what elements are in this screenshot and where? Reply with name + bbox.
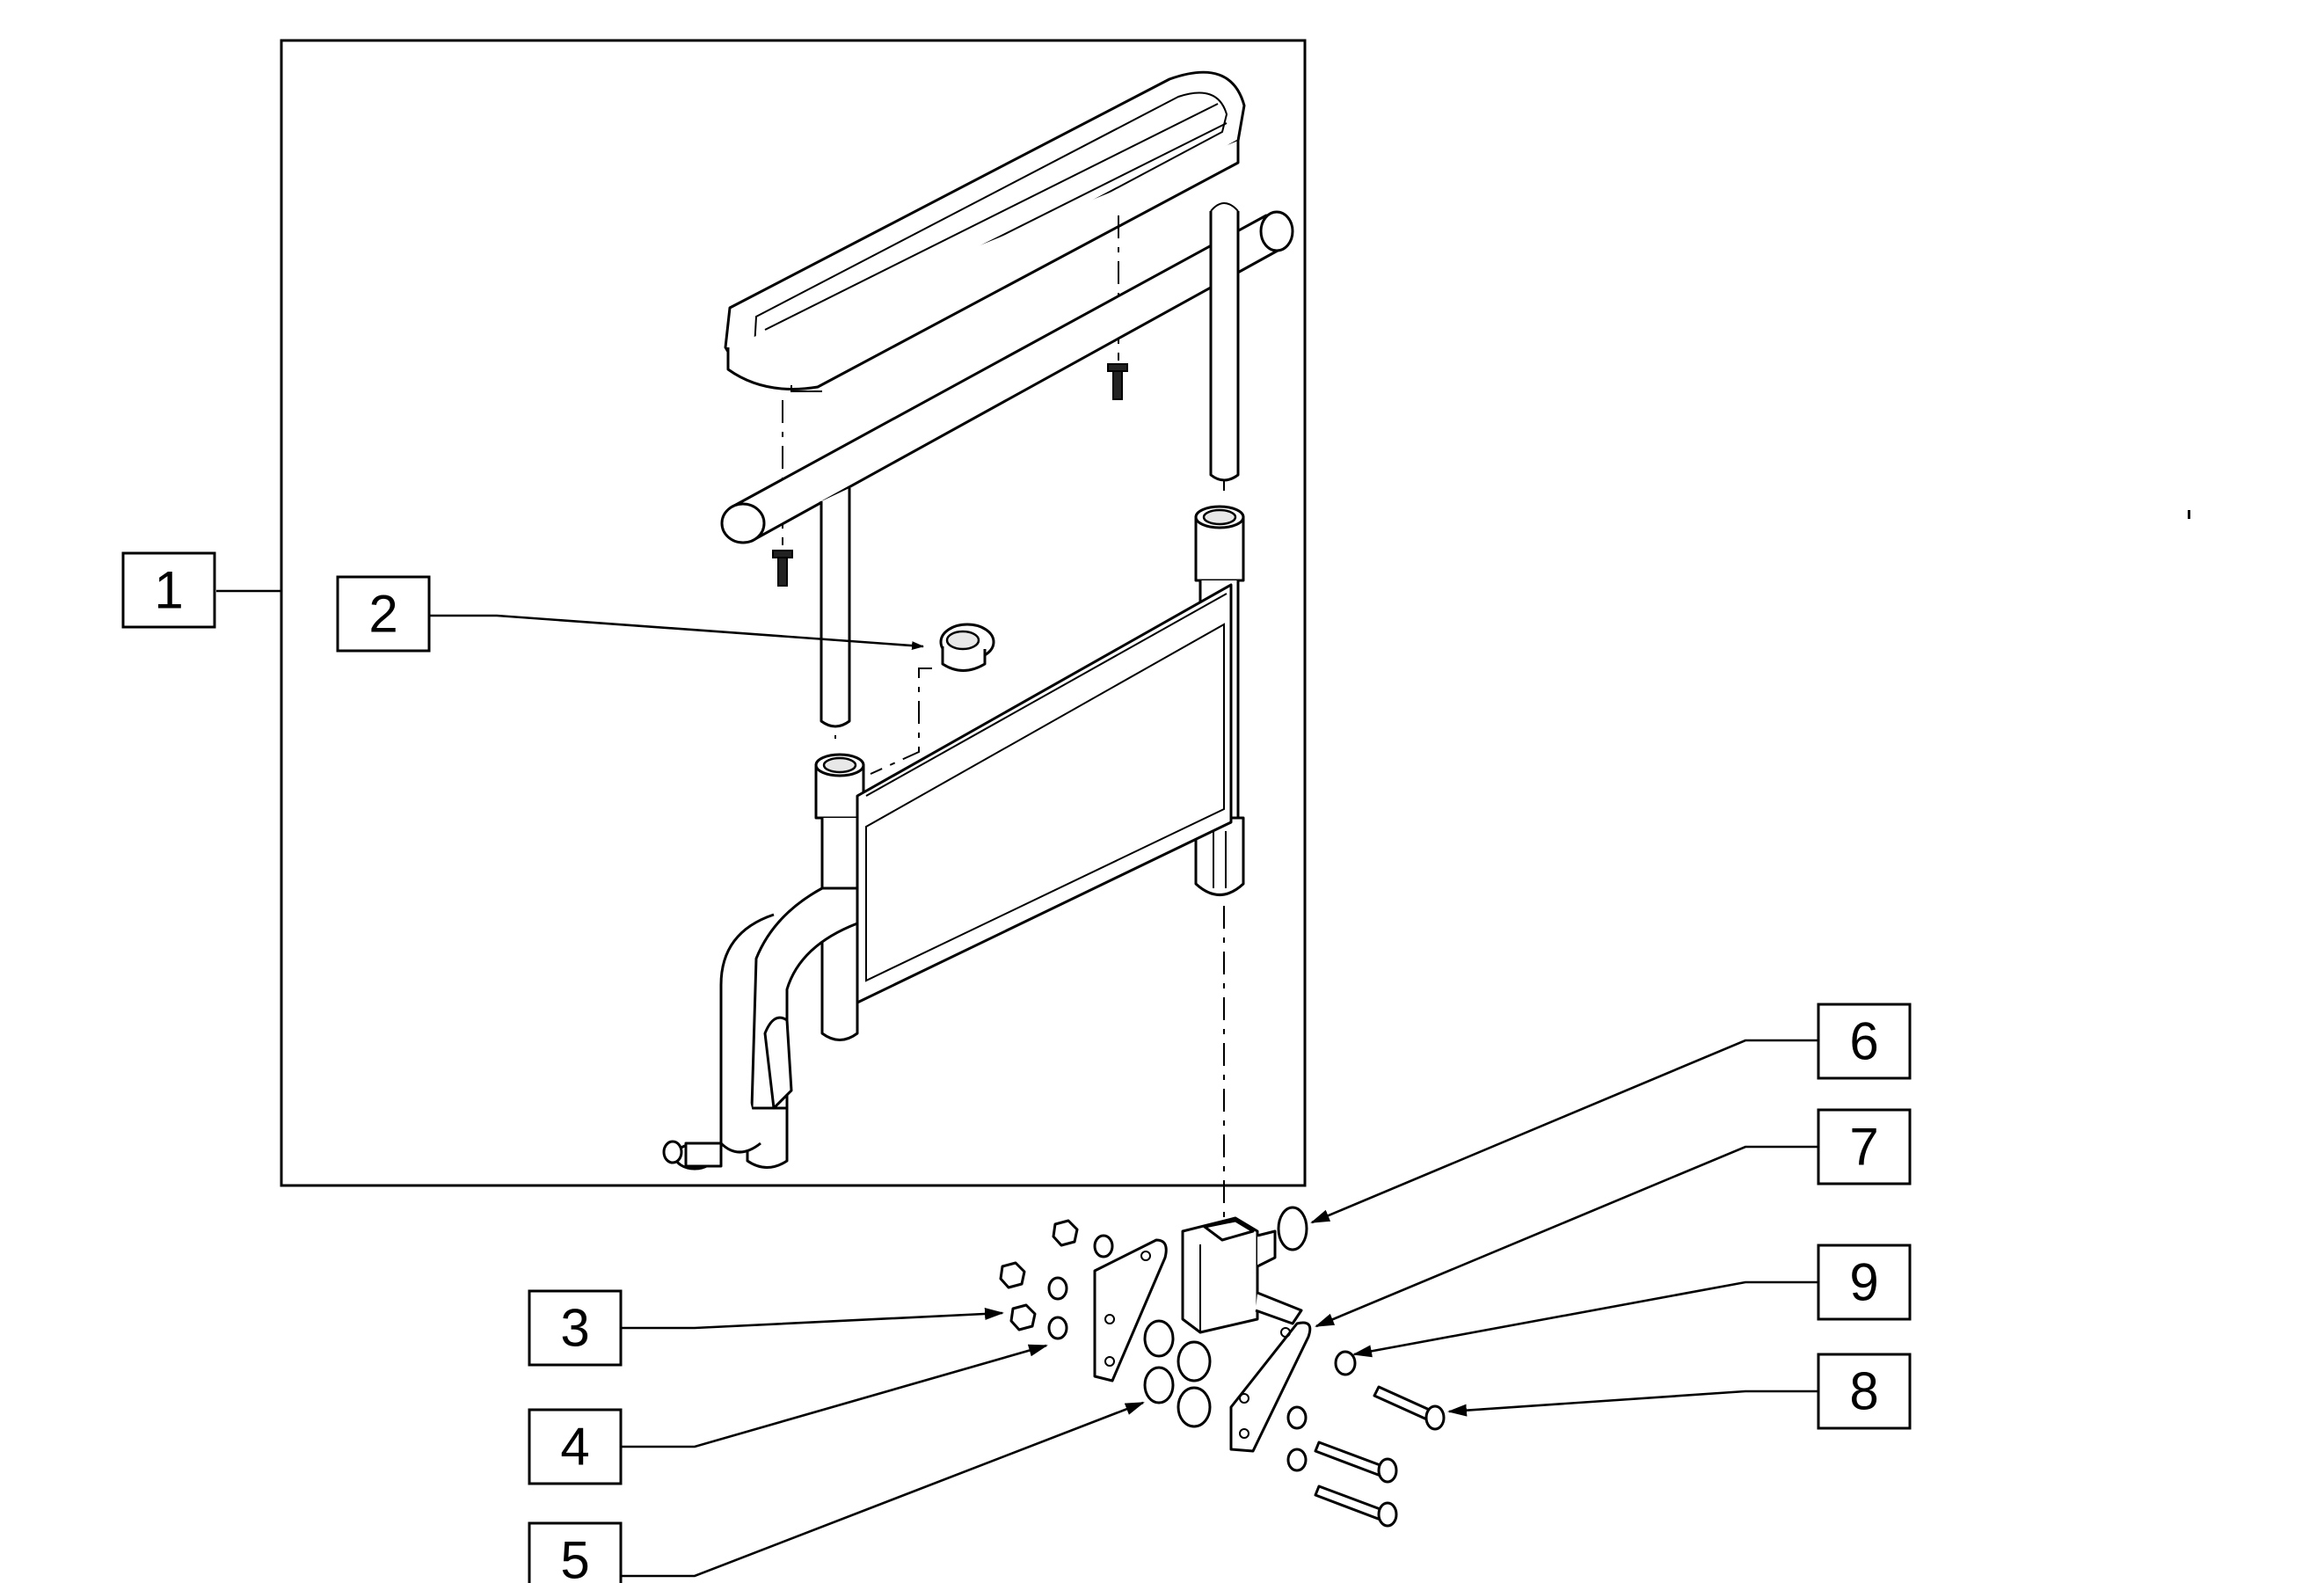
svg-text:5: 5 — [560, 1531, 589, 1583]
callout-3: 3 — [528, 1289, 623, 1367]
bolt-washers — [1286, 1350, 1357, 1472]
callout-4: 4 — [528, 1408, 623, 1485]
svg-text:2: 2 — [368, 585, 397, 644]
arm-post-left — [820, 488, 851, 728]
armrest-pad — [724, 70, 1246, 392]
washer-group — [1047, 1234, 1114, 1340]
assembly-frame — [280, 39, 1307, 1187]
callout-6: 6 — [1817, 1003, 1912, 1080]
callout-9: 9 — [1817, 1244, 1912, 1321]
bracket-right — [1229, 1321, 1312, 1453]
callout-1: 1 — [121, 551, 216, 629]
plug-part — [939, 623, 995, 672]
armrest-screw-right — [1107, 363, 1128, 400]
svg-text:3: 3 — [560, 1299, 589, 1358]
leader-7 — [1315, 1145, 1818, 1328]
bracket-left — [1093, 1238, 1168, 1382]
leader-9 — [1352, 1280, 1818, 1358]
bolt-group — [1314, 1385, 1446, 1528]
svg-text:4: 4 — [560, 1418, 589, 1477]
leader-4 — [621, 1344, 1048, 1448]
leader-2 — [429, 614, 924, 651]
svg-text:7: 7 — [1849, 1118, 1878, 1177]
callout-2: 2 — [336, 575, 431, 653]
svg-text:6: 6 — [1849, 1012, 1878, 1071]
leader-8 — [1447, 1390, 1818, 1417]
stray-mark — [2188, 510, 2190, 519]
mounting-block — [1181, 1206, 1308, 1334]
leader-6 — [1310, 1039, 1818, 1224]
spacer-group — [1143, 1319, 1212, 1428]
nut-group — [999, 1219, 1079, 1331]
svg-text:9: 9 — [1849, 1253, 1878, 1312]
armrest-screw-left — [772, 550, 793, 587]
side-frame — [662, 505, 1245, 1171]
arm-post-right — [1209, 202, 1240, 482]
svg-text:8: 8 — [1849, 1362, 1878, 1421]
callout-7: 7 — [1817, 1108, 1912, 1185]
callout-8: 8 — [1817, 1353, 1912, 1430]
leader-5 — [621, 1401, 1145, 1578]
arm-tube — [720, 210, 1294, 544]
leader-3 — [621, 1307, 1004, 1330]
callout-5: 5 — [528, 1521, 623, 1583]
svg-text:1: 1 — [154, 561, 183, 620]
